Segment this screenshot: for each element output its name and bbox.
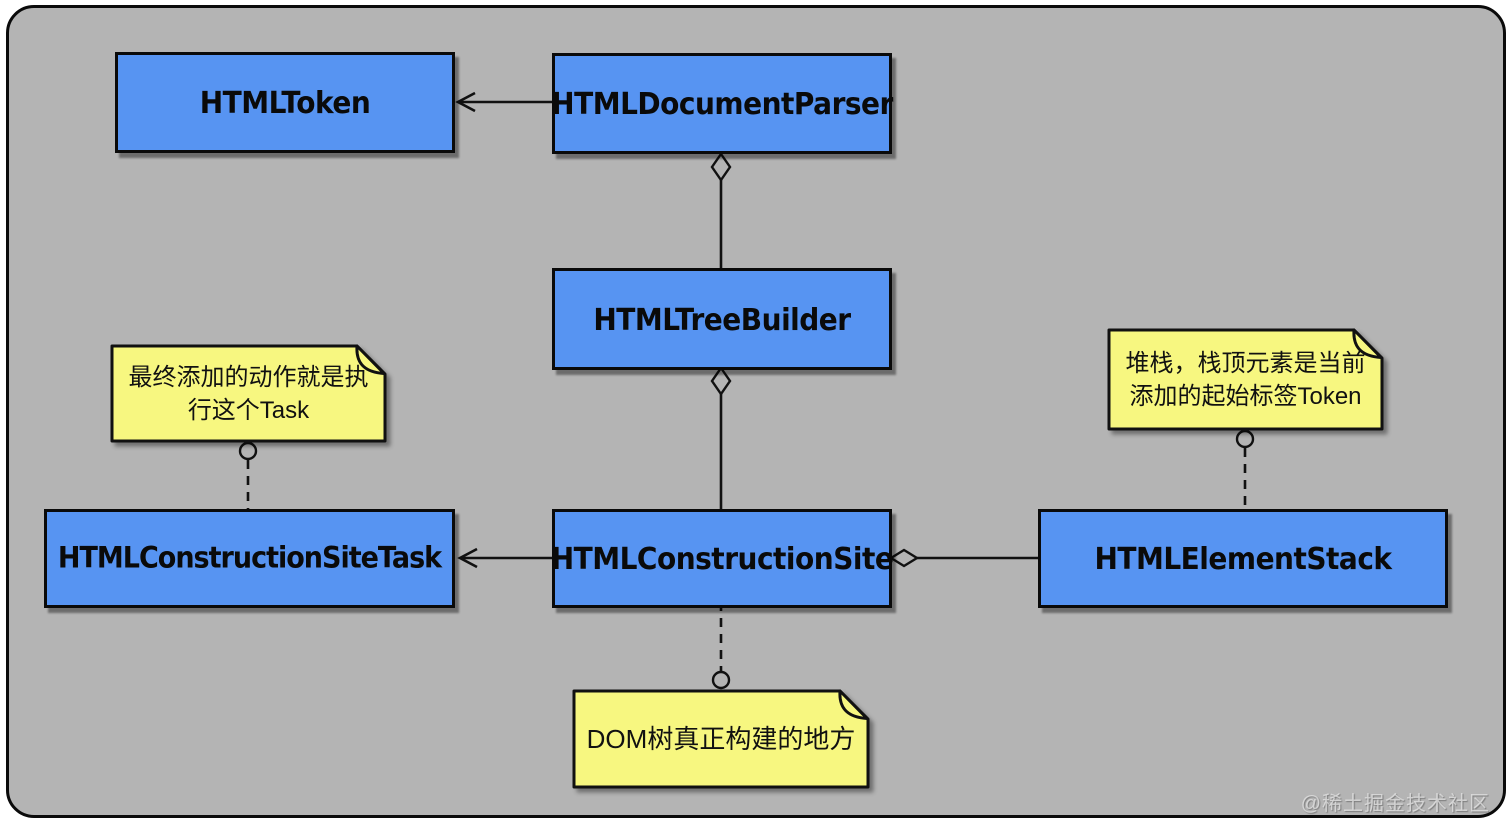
note-stack: 堆栈，栈顶元素是当前 添加的起始标签Token [1107,328,1384,431]
watermark: @稀土掘金技术社区 [1300,793,1490,815]
note-task: 最终添加的动作就是执 行这个Task [110,344,387,443]
note-line: 行这个Task [187,396,310,424]
note-link-task [238,441,258,509]
class-name-label: HTMLElementStack [1094,540,1392,577]
note-line: DOM树真正构建的地方 [586,723,856,754]
aggregation-parser-treebuilder [710,151,732,268]
class-box-htmltoken: HTMLToken [115,52,455,153]
note-shape [110,344,387,443]
note-line: 堆栈，栈顶元素是当前 [1125,349,1366,377]
association-parser-token [455,91,552,113]
class-name-label: HTMLToken [199,84,371,121]
class-box-htmlconstructionsite: HTMLConstructionSite [550,509,894,608]
note-text: DOM树真正构建的地方 [572,689,870,789]
class-box-htmlelementstack: HTMLElementStack [1038,509,1448,608]
aggregation-diamond-icon [710,365,732,397]
class-name-label: HTMLConstructionSite [550,540,894,577]
note-link-stack [1235,429,1255,509]
note-anchor-icon [1235,429,1255,449]
class-name-label: HTMLTreeBuilder [593,301,851,337]
folded-corner-icon [1352,328,1383,359]
note-anchor-icon [711,670,731,690]
association-consite-sitetask [457,547,552,569]
note-line: 最终添加的动作就是执 [128,363,369,391]
note-text: 堆栈，栈顶元素是当前 添加的起始标签Token [1107,328,1384,431]
class-name-label: HTMLDocumentParser [551,85,893,122]
folded-corner-icon [355,344,386,375]
class-name-label: HTMLConstructionSiteTask [57,541,442,576]
class-box-htmltreebuilder: HTMLTreeBuilder [552,268,892,370]
open-arrowhead-icon [455,91,476,113]
aggregation-treebuilder-consite [710,365,732,509]
note-line: 添加的起始标签Token [1129,382,1362,410]
aggregation-diamond-icon [710,151,732,183]
open-arrowhead-icon [457,547,478,569]
aggregation-diamond-icon [888,548,920,568]
class-box-htmldocumentparser: HTMLDocumentParser [551,53,893,154]
folded-corner-icon [838,689,869,720]
note-dom: DOM树真正构建的地方 [572,689,870,789]
note-text: 最终添加的动作就是执 行这个Task [110,344,387,443]
note-shape [572,689,870,789]
aggregation-consite-elemstack [888,548,1038,568]
note-anchor-icon [238,441,258,461]
note-shape [1107,328,1384,431]
class-box-htmlconstructionsitetask: HTMLConstructionSiteTask [44,509,455,608]
note-link-dom [711,602,731,690]
